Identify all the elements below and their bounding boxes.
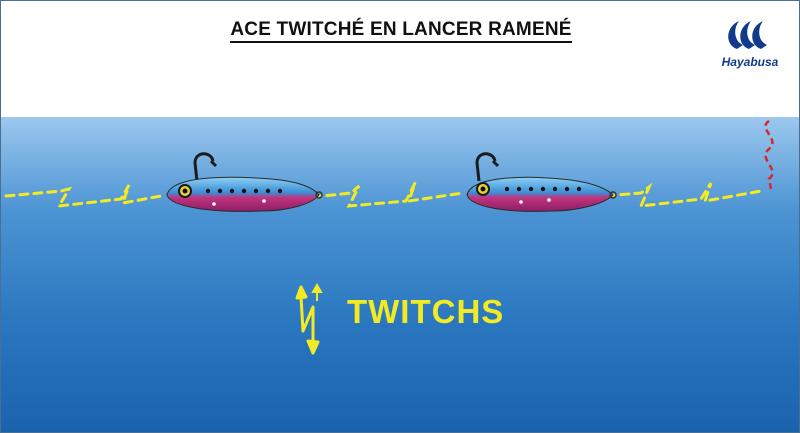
hayabusa-wave-logo-icon xyxy=(728,21,767,49)
lure-right xyxy=(466,152,617,212)
lure-left xyxy=(166,152,323,212)
fishing-line xyxy=(764,119,774,190)
brand-logo: Hayabusa xyxy=(707,15,793,69)
double-arrow-zigzag-icon xyxy=(295,285,320,355)
page-title: ACE TWITCHÉ EN LANCER RAMENÉ xyxy=(1,19,799,43)
double-arrow-right-icon xyxy=(311,282,323,301)
twitch-label: TWITCHS xyxy=(347,293,505,330)
brand-name: Hayabusa xyxy=(721,55,779,69)
water-area xyxy=(1,117,799,432)
retrieve-path xyxy=(4,182,763,208)
